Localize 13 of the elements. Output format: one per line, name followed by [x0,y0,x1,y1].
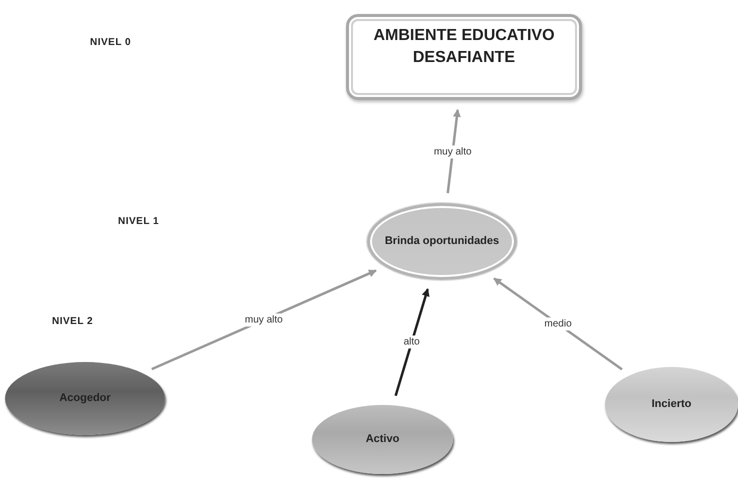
node-text: AMBIENTE EDUCATIVO DESAFIANTE [372,26,556,68]
level-label: NIVEL 0 [90,37,132,48]
node-text: Brinda oportunidades [384,234,500,249]
arrow [394,288,430,396]
node-text: Acogedor [58,390,112,406]
rounded-box [346,14,582,100]
node-text: Activo [364,432,400,447]
level-label: NIVEL 1 [118,216,160,227]
ellipse-node [605,367,738,442]
node-text: Incierto [650,396,692,412]
level-label: NIVEL 2 [52,316,94,327]
arrow [493,277,623,370]
arrow [151,269,377,370]
